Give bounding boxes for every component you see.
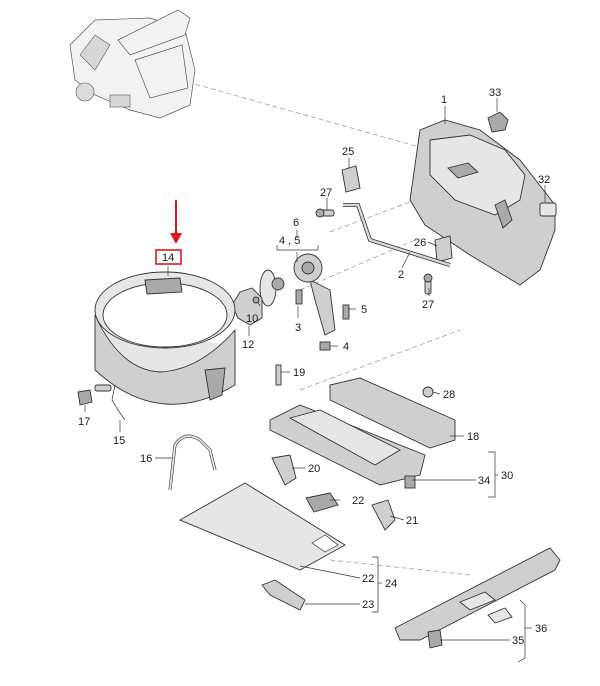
clip-35 (427, 629, 443, 649)
label-10: 10 (246, 313, 258, 325)
label-24: 24 (385, 578, 397, 590)
frame-18 (329, 377, 456, 449)
label-27-upper: 27 (320, 187, 332, 199)
label-14: 14 (162, 252, 174, 264)
label-34: 34 (478, 475, 490, 487)
screw-27-upper (315, 208, 335, 218)
screw-3 (295, 289, 303, 305)
label-2: 2 (398, 269, 404, 281)
label-35: 35 (512, 635, 524, 647)
clip-32 (539, 202, 557, 217)
part-labels: 1 33 32 25 27 26 2 27 6 4 , 5 10 3 5 4 1… (78, 87, 550, 647)
bracket-20 (271, 454, 297, 486)
label-4-5: 4 , 5 (279, 235, 300, 247)
pulley-bracket-assembly (259, 253, 336, 336)
label-27-lower: 27 (422, 299, 434, 311)
label-15: 15 (113, 435, 125, 447)
label-22-upper: 22 (352, 495, 364, 507)
label-5: 5 (361, 304, 367, 316)
insert-22-upper (305, 492, 339, 513)
label-23: 23 (362, 599, 374, 611)
strap-15 (111, 384, 126, 421)
label-1: 1 (441, 94, 447, 106)
floor-panel-22 (178, 482, 346, 571)
vehicle-rear-illustration (69, 9, 196, 119)
bracket-25 (341, 165, 361, 193)
label-17: 17 (78, 416, 90, 428)
bracket-26 (434, 235, 453, 263)
label-3: 3 (295, 322, 301, 334)
label-28: 28 (443, 389, 455, 401)
screw-27-lower (423, 273, 433, 295)
tension-strap-16 (168, 434, 217, 491)
label-33: 33 (489, 87, 501, 99)
side-trim-panel (409, 119, 556, 286)
clip-34 (404, 475, 416, 489)
label-36: 36 (535, 623, 547, 635)
highlight-box (155, 249, 182, 265)
label-6: 6 (293, 217, 299, 229)
screw-28 (422, 386, 434, 398)
label-26: 26 (414, 237, 426, 249)
label-21: 21 (406, 515, 418, 527)
label-12: 12 (242, 339, 254, 351)
screw-19 (275, 364, 282, 386)
screw-5 (342, 304, 350, 320)
label-22-lower: 22 (362, 573, 374, 585)
sill-cover-36 (394, 547, 561, 641)
label-32: 32 (538, 174, 550, 186)
label-20: 20 (308, 463, 320, 475)
label-25: 25 (342, 146, 354, 158)
bracket-21 (371, 499, 396, 531)
bracket-23 (261, 579, 306, 611)
bolt-17 (77, 384, 112, 406)
highlight-arrow-icon (170, 233, 182, 244)
clip-33 (487, 111, 509, 133)
label-30: 30 (501, 470, 513, 482)
label-16: 16 (140, 453, 152, 465)
label-19: 19 (293, 367, 305, 379)
stud-10 (252, 296, 260, 304)
spare-wheel-holder (94, 271, 236, 405)
highlight-callout (155, 200, 182, 265)
label-4: 4 (343, 341, 349, 353)
leader-lines (84, 98, 546, 663)
nut-4 (319, 341, 331, 351)
label-18: 18 (467, 431, 479, 443)
